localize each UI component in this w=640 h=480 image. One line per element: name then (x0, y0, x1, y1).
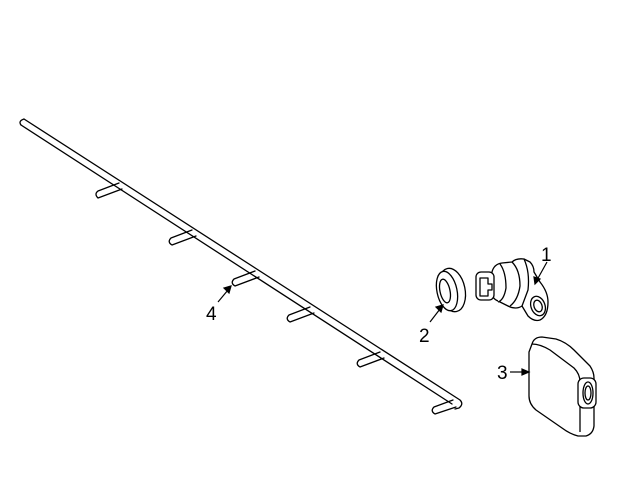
callout-4: 4 (206, 304, 217, 325)
harness-branch (286, 306, 315, 323)
harness-branch (231, 270, 260, 287)
grommet (435, 267, 467, 313)
arrow-callout-2 (429, 304, 444, 323)
sensor (475, 258, 549, 322)
leader-arrows (217, 261, 548, 376)
module (528, 336, 597, 437)
callout-2: 2 (419, 326, 430, 347)
callout-1: 1 (541, 245, 552, 266)
harness-branch (431, 399, 457, 415)
harness-branch (95, 182, 123, 199)
callout-3: 3 (497, 363, 508, 384)
harness-branch (168, 229, 197, 246)
wire-harness (19, 118, 463, 415)
arrow-callout-3 (510, 368, 531, 376)
arrow-callout-1 (533, 261, 548, 286)
harness-branch (356, 351, 385, 368)
arrow-callout-4 (217, 285, 232, 303)
